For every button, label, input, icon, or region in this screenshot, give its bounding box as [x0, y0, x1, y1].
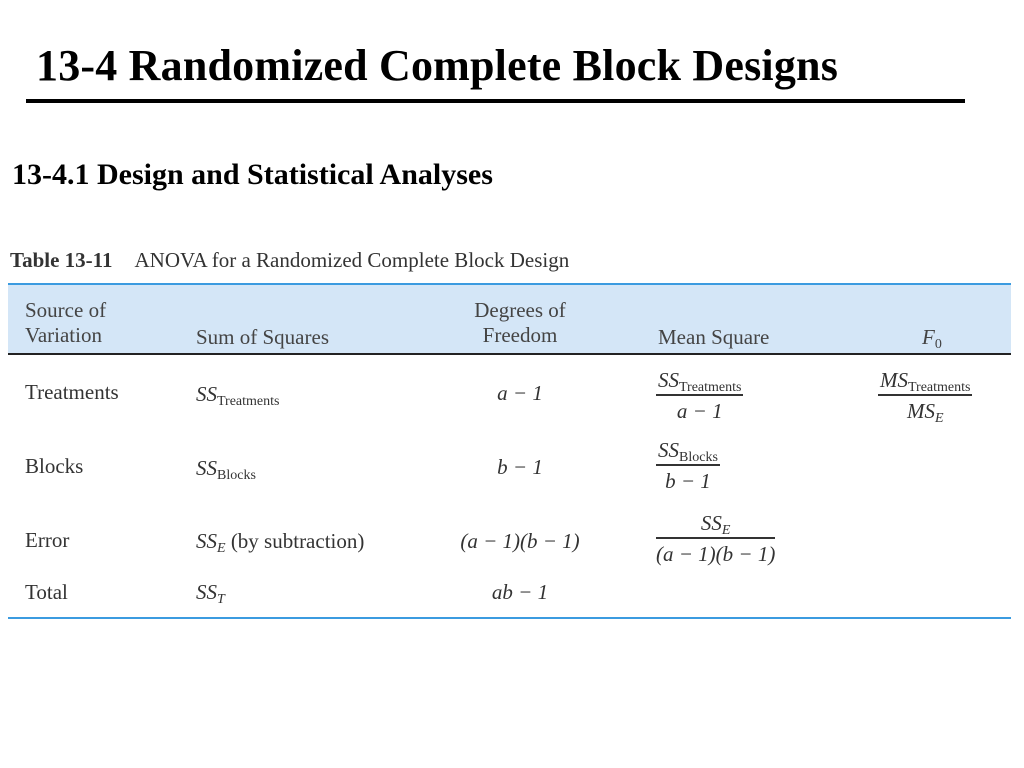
- row-total-df: ab − 1: [491, 580, 549, 604]
- row-blocks-df: b − 1: [497, 455, 543, 479]
- header-sum-of-squares: Sum of Squares: [196, 325, 329, 349]
- row-total-ss: SST: [196, 580, 225, 607]
- row-blocks-ms: SSBlocks b − 1: [656, 438, 720, 493]
- fraction-bar: [656, 537, 776, 539]
- fraction-bar: [656, 464, 720, 466]
- table-number: Table 13-11: [10, 248, 113, 272]
- anova-table: Source of Variation Sum of Squares Degre…: [8, 283, 1011, 621]
- row-total-source: Total: [25, 580, 68, 604]
- row-error-source: Error: [25, 528, 70, 552]
- header-f0: F0: [922, 325, 942, 352]
- row-treatments-source: Treatments: [25, 380, 119, 404]
- row-error-ms: SSE (a − 1)(b − 1): [656, 511, 776, 566]
- row-blocks-ss: SSBlocks: [196, 456, 256, 483]
- fraction-bar: [878, 394, 973, 396]
- row-blocks-source: Blocks: [25, 454, 84, 478]
- row-treatments-f0: MSTreatments MSE: [878, 368, 973, 426]
- header-rule: [8, 353, 1011, 355]
- title-underline: [26, 99, 965, 103]
- header-degrees-of-freedom: Degrees of Freedom: [474, 298, 566, 347]
- table-header-band: [8, 283, 1011, 354]
- row-treatments-ms: SSTreatments a − 1: [656, 368, 744, 423]
- header-mean-square: Mean Square: [658, 325, 770, 349]
- table-bottom-rule: [8, 617, 1011, 619]
- row-treatments-ss: SSTreatments: [196, 382, 280, 409]
- row-error-ss: SSE (by subtraction): [196, 529, 365, 556]
- row-error-df: (a − 1)(b − 1): [460, 529, 580, 553]
- row-treatments-df: a − 1: [497, 381, 543, 405]
- fraction-bar: [656, 394, 744, 396]
- section-subtitle: 13-4.1 Design and Statistical Analyses: [12, 158, 493, 191]
- table-caption-text: ANOVA for a Randomized Complete Block De…: [134, 248, 570, 272]
- slide-title: 13-4 Randomized Complete Block Designs: [36, 41, 839, 90]
- header-source-of-variation: Source of Variation: [25, 298, 107, 347]
- table-caption: Table 13-11 ANOVA for a Randomized Comple…: [10, 248, 569, 273]
